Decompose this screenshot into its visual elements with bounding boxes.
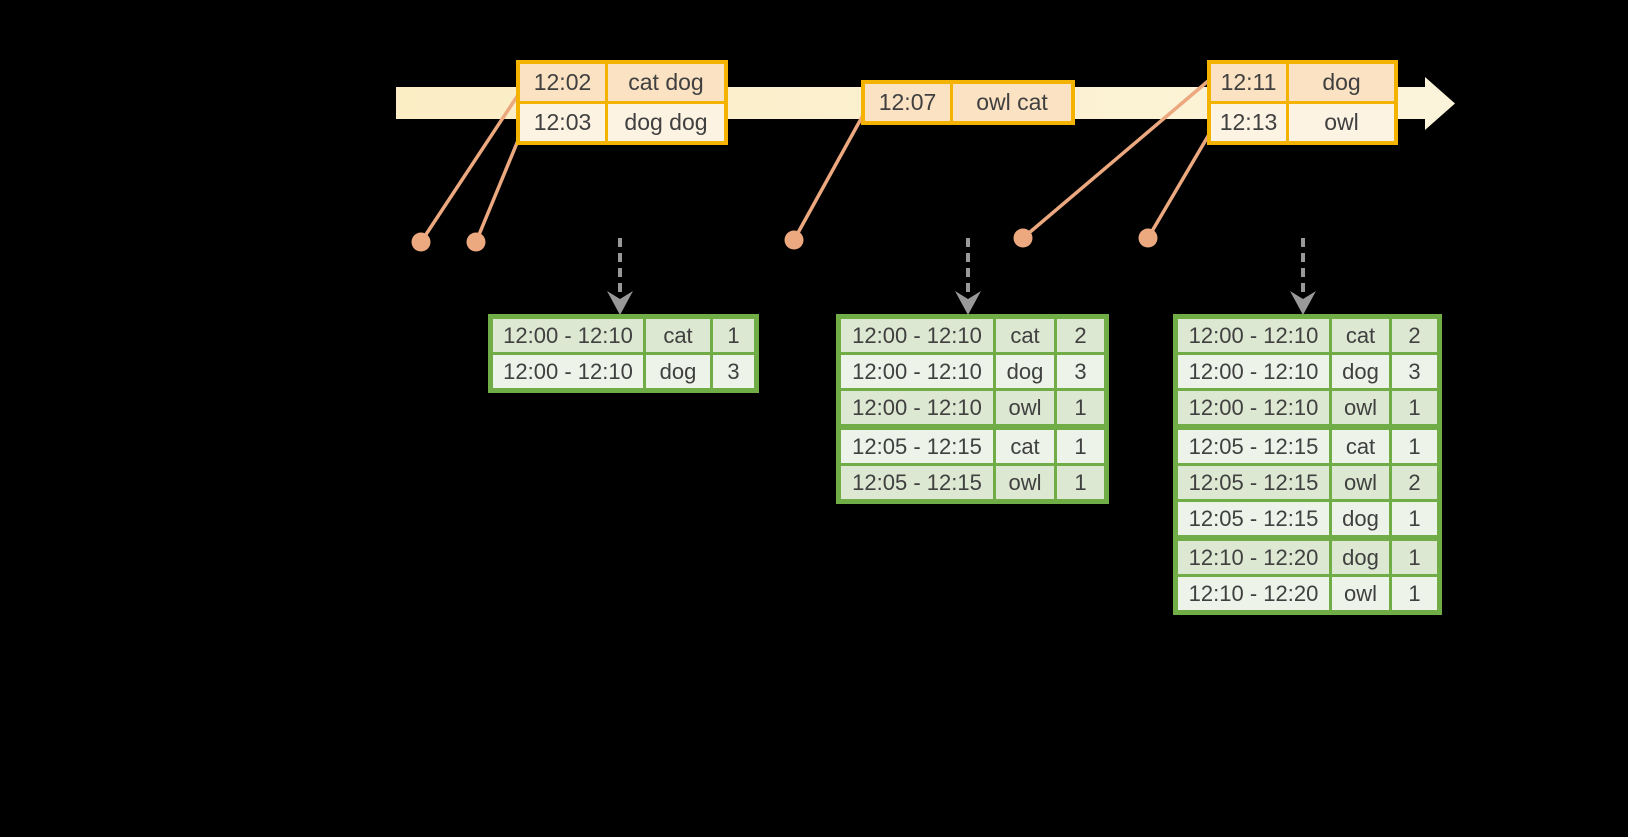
event-connectors <box>419 74 1216 243</box>
event-words-cell: cat dog <box>608 64 724 101</box>
result-count-cell: 2 <box>1392 319 1437 352</box>
result-count-cell: 3 <box>713 355 754 388</box>
event-connector-line <box>1021 74 1216 240</box>
result-word-cell: dog <box>1332 541 1389 574</box>
trigger-arrowhead-icon <box>955 291 981 315</box>
result-window-cell: 12:05 - 12:15 <box>1178 466 1329 499</box>
result-word-cell: cat <box>1332 430 1389 463</box>
result-word-cell: cat <box>996 430 1054 463</box>
result-count-cell: 1 <box>1392 577 1437 610</box>
result-window-cell: 12:10 - 12:20 <box>1178 577 1329 610</box>
result-count-cell: 1 <box>1392 541 1437 574</box>
event-words-cell: dog <box>1289 64 1394 101</box>
timeline-arrowhead-icon <box>1425 77 1455 130</box>
event-dots <box>411 228 1158 252</box>
trigger-arrowhead-icon <box>1290 291 1316 315</box>
result-count-cell: 1 <box>1057 430 1104 463</box>
result-window-cell: 12:10 - 12:20 <box>1178 541 1329 574</box>
result-window-cell: 12:05 - 12:15 <box>841 466 993 499</box>
event-words-cell: dog dog <box>608 104 724 141</box>
event-time-cell: 12:02 <box>520 64 605 101</box>
result-window-cell: 12:05 - 12:15 <box>1178 502 1329 535</box>
event-words-cell: owl cat <box>953 84 1071 121</box>
event-connector-line <box>1146 125 1216 239</box>
result-word-cell: dog <box>646 355 710 388</box>
result-count-cell: 1 <box>1392 430 1437 463</box>
result-count-cell: 2 <box>1392 466 1437 499</box>
trigger-arrows <box>618 238 1305 295</box>
result-count-cell: 2 <box>1057 319 1104 352</box>
result-window-cell: 12:05 - 12:15 <box>841 430 993 463</box>
result-word-cell: cat <box>646 319 710 352</box>
result-window-cell: 12:00 - 12:10 <box>1178 355 1329 388</box>
event-time-cell: 12:13 <box>1211 104 1286 141</box>
result-count-cell: 1 <box>1057 466 1104 499</box>
result-window-cell: 12:00 - 12:10 <box>493 355 643 388</box>
result-count-cell: 1 <box>1392 502 1437 535</box>
result-word-cell: owl <box>996 391 1054 424</box>
trigger-arrowheads <box>607 291 1316 315</box>
result-word-cell: owl <box>1332 466 1389 499</box>
result-word-cell: dog <box>1332 355 1389 388</box>
event-connector-line <box>792 107 869 241</box>
result-count-cell: 1 <box>1392 391 1437 424</box>
result-window-cell: 12:05 - 12:15 <box>1178 430 1329 463</box>
result-window-cell: 12:00 - 12:10 <box>1178 319 1329 352</box>
event-time-dot <box>466 232 486 252</box>
result-word-cell: owl <box>996 466 1054 499</box>
trigger-arrowhead-icon <box>607 291 633 315</box>
event-time-dot <box>1013 228 1033 248</box>
event-time-cell: 12:11 <box>1211 64 1286 101</box>
result-window-cell: 12:00 - 12:10 <box>1178 391 1329 424</box>
result-window-cell: 12:00 - 12:10 <box>841 355 993 388</box>
event-connector-line <box>419 88 524 243</box>
result-word-cell: dog <box>996 355 1054 388</box>
result-window-cell: 12:00 - 12:10 <box>493 319 643 352</box>
event-time-dot <box>411 232 431 252</box>
event-connector-line <box>474 125 526 243</box>
result-word-cell: cat <box>996 319 1054 352</box>
result-word-cell: owl <box>1332 577 1389 610</box>
result-count-cell: 3 <box>1392 355 1437 388</box>
event-time-cell: 12:07 <box>865 84 950 121</box>
event-words-cell: owl <box>1289 104 1394 141</box>
result-count-cell: 1 <box>1057 391 1104 424</box>
event-time-dot <box>784 230 804 250</box>
result-word-cell: cat <box>1332 319 1389 352</box>
result-count-cell: 1 <box>713 319 754 352</box>
event-time-dot <box>1138 228 1158 248</box>
result-count-cell: 3 <box>1057 355 1104 388</box>
result-window-cell: 12:00 - 12:10 <box>841 319 993 352</box>
result-window-cell: 12:00 - 12:10 <box>841 391 993 424</box>
result-word-cell: owl <box>1332 391 1389 424</box>
result-word-cell: dog <box>1332 502 1389 535</box>
event-time-cell: 12:03 <box>520 104 605 141</box>
